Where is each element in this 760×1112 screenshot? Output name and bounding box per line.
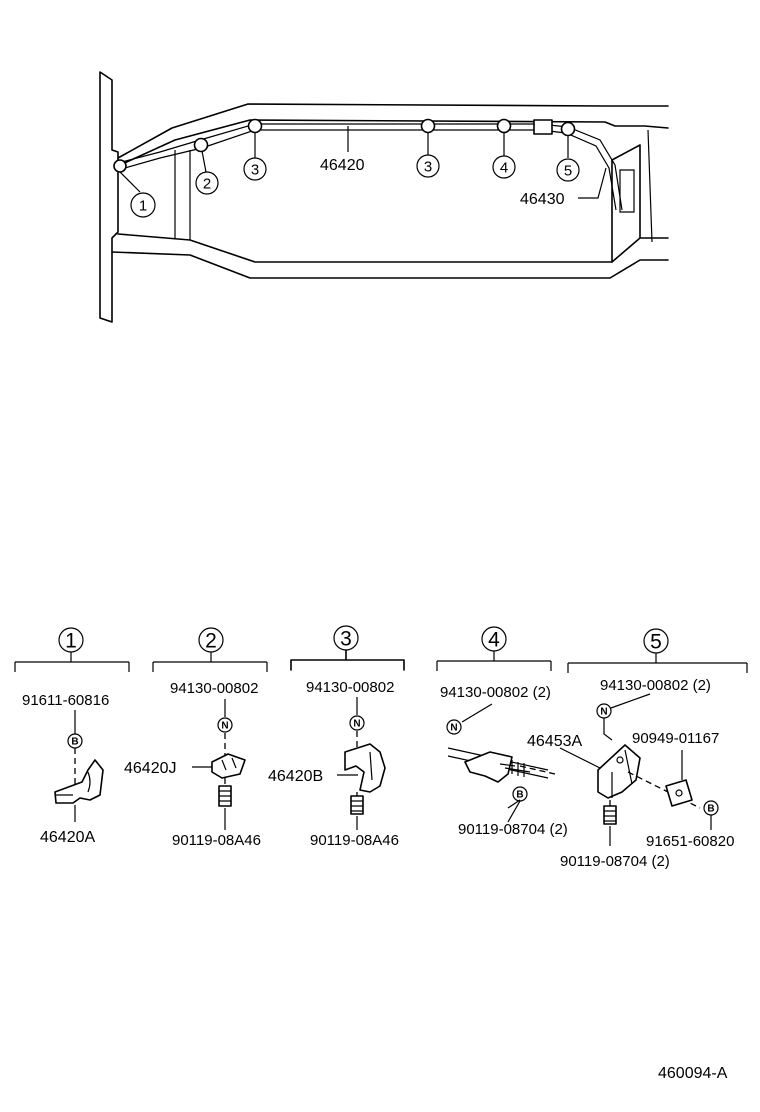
svg-text:2: 2 <box>205 630 217 653</box>
frame-crossmember <box>99 71 119 323</box>
callout-2: 2 <box>195 171 219 195</box>
clamp-ball-2 <box>193 137 209 153</box>
frame-overview: 1 2 3 3 4 5 46420 46430 <box>99 71 669 323</box>
detail-header-2: 2 <box>152 627 268 672</box>
rear-bracket <box>619 169 635 213</box>
part-90119-08704-2-b: 90119-08704 (2) <box>560 853 670 870</box>
plate-91651 <box>665 779 693 807</box>
part-90949-01167: 90949-01167 <box>632 730 719 747</box>
part-91611-60816: 91611-60816 <box>22 692 109 709</box>
svg-text:3: 3 <box>251 162 259 179</box>
clamp-46420b <box>344 743 386 793</box>
marker-b-5: B <box>703 800 719 816</box>
label-main-cable: 46420 <box>320 157 365 174</box>
clamp-ball-1 <box>113 159 127 173</box>
detail-3: 94130-00802 N 46420B 90119-08A46 <box>268 679 399 849</box>
svg-text:B: B <box>516 790 523 801</box>
marker-b-1: B <box>67 733 83 749</box>
detail-headers: 1 2 3 4 5 <box>14 625 748 673</box>
frame-rail-lower-outer <box>111 251 669 279</box>
detail-header-1: 1 <box>14 627 130 672</box>
leader-2 <box>201 150 207 173</box>
clamp-46420j <box>211 753 246 779</box>
svg-text:1: 1 <box>139 198 147 215</box>
callout-4: 4 <box>492 155 516 179</box>
svg-text:1: 1 <box>65 630 77 653</box>
leader-46453a <box>559 747 601 769</box>
bracket-46453a <box>597 744 641 799</box>
svg-text:N: N <box>353 719 360 730</box>
callout-5: 5 <box>556 158 580 182</box>
callout-1: 1 <box>130 192 156 218</box>
clamp-ball-5 <box>560 121 576 137</box>
callout-3b: 3 <box>416 154 440 178</box>
svg-text:5: 5 <box>564 163 572 180</box>
label-rear-cable: 46430 <box>520 191 565 208</box>
frame-web-right-2 <box>647 129 653 243</box>
part-94130-00802-2-a: 94130-00802 (2) <box>440 684 551 701</box>
svg-text:5: 5 <box>650 631 662 654</box>
part-90119-08a46-a: 90119-08A46 <box>172 832 261 849</box>
frame-rail-upper <box>117 103 669 159</box>
part-94130-00802-b: 94130-00802 <box>306 679 394 696</box>
part-94130-00802-a: 94130-00802 <box>170 680 258 697</box>
detail-header-5: 5 <box>567 628 748 673</box>
svg-text:3: 3 <box>424 159 432 176</box>
part-94130-00802-2-b: 94130-00802 (2) <box>600 677 711 694</box>
figure-code: 460094-A <box>658 1065 728 1082</box>
marker-n-3: N <box>349 715 365 731</box>
svg-text:N: N <box>221 721 228 732</box>
clamp-ball-3b <box>420 118 436 134</box>
svg-text:4: 4 <box>500 160 508 177</box>
detail-4: 94130-00802 (2) N B 90119-08704 (2) <box>440 684 568 838</box>
svg-text:B: B <box>707 804 714 815</box>
part-46420b: 46420B <box>268 768 323 785</box>
detail-header-3: 3 <box>290 625 405 671</box>
detail-header-4: 4 <box>436 626 552 671</box>
svg-text:2: 2 <box>203 176 211 193</box>
cable-joint <box>533 119 553 135</box>
clamp-46420a <box>54 759 104 804</box>
callout-3a: 3 <box>243 157 267 181</box>
marker-n-5: N <box>596 703 612 719</box>
svg-text:3: 3 <box>340 628 352 651</box>
clamp-ball-3a <box>247 118 263 134</box>
part-46420a: 46420A <box>40 829 95 846</box>
svg-text:N: N <box>600 707 607 718</box>
svg-text:B: B <box>71 737 78 748</box>
frame-rail-lower <box>117 233 669 263</box>
marker-n-4: N <box>446 719 462 735</box>
part-90119-08a46-b: 90119-08A46 <box>310 832 399 849</box>
leader-1 <box>119 171 141 193</box>
svg-text:N: N <box>450 723 457 734</box>
svg-text:4: 4 <box>488 629 500 652</box>
part-46453a: 46453A <box>527 733 582 750</box>
part-91651-60820: 91651-60820 <box>646 833 734 850</box>
detail-5: 94130-00802 (2) N 46453A 90949-01167 B 9… <box>527 677 734 870</box>
detail-1: 91611-60816 B 46420A <box>22 692 109 846</box>
detail-2: 94130-00802 N 46420J 90119-08A46 <box>124 680 261 849</box>
leader-46430 <box>578 167 607 199</box>
marker-b-4: B <box>512 786 528 802</box>
part-90119-08704-2-a: 90119-08704 (2) <box>458 821 568 838</box>
marker-n-2: N <box>217 717 233 733</box>
clamp-ball-4 <box>496 118 512 134</box>
frame-rail-upper-inner <box>117 119 669 167</box>
part-46420j: 46420J <box>124 760 177 777</box>
cable-bracket-4 <box>464 751 513 783</box>
frame-web-right <box>611 144 641 263</box>
